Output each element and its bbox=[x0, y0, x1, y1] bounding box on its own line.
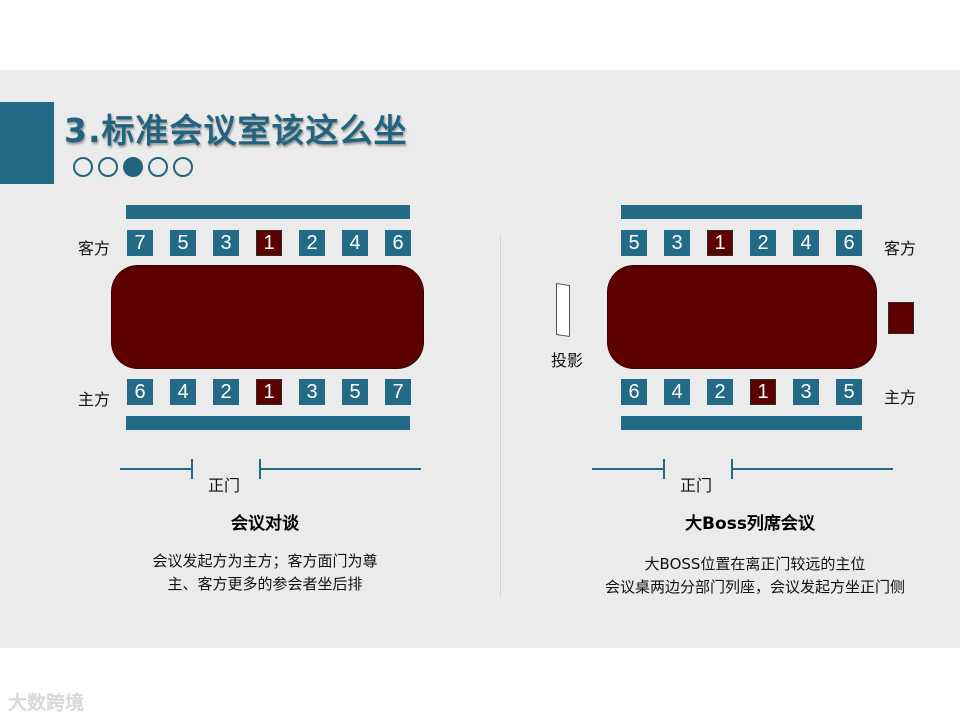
right-bottom-wall-bar bbox=[621, 416, 862, 430]
left-bottom-seat: 4 bbox=[170, 379, 196, 405]
right-head-seat bbox=[888, 302, 914, 334]
right-door-label: 正门 bbox=[680, 476, 713, 495]
left-host-label: 主方 bbox=[78, 390, 111, 409]
left-top-seat: 2 bbox=[299, 230, 325, 256]
right-top-seat: 4 bbox=[793, 230, 819, 256]
watermark-logo: 大数跨境 bbox=[8, 692, 85, 714]
right-host-label: 主方 bbox=[884, 388, 917, 407]
left-top-seat: 3 bbox=[213, 230, 239, 256]
left-bottom-wall-bar bbox=[126, 416, 410, 430]
right-bottom-seat: 5 bbox=[836, 379, 862, 405]
right-top-seat: 3 bbox=[664, 230, 690, 256]
right-top-seat: 2 bbox=[750, 230, 776, 256]
left-subtitle: 会议对谈 bbox=[231, 514, 299, 534]
left-desc-line1: 会议发起方为主方；客方面门为尊 bbox=[152, 552, 378, 570]
left-top-seat: 6 bbox=[385, 230, 411, 256]
right-door-wall-right bbox=[731, 468, 893, 470]
right-bottom-seat: 2 bbox=[707, 379, 733, 405]
right-guest-label: 客方 bbox=[884, 239, 917, 258]
right-top-seat-boss: 1 bbox=[707, 230, 733, 256]
left-top-seat: 5 bbox=[170, 230, 196, 256]
left-door-tick bbox=[191, 459, 193, 479]
right-desc-line2: 会议桌两边分部门列座，会议发起方坐正门侧 bbox=[604, 578, 905, 596]
projector-screen-icon bbox=[556, 283, 570, 337]
progress-dot-active bbox=[123, 157, 143, 177]
center-divider bbox=[500, 236, 501, 596]
right-bottom-seat: 6 bbox=[621, 379, 647, 405]
left-top-seat: 4 bbox=[342, 230, 368, 256]
right-bottom-seat-boss: 1 bbox=[750, 379, 776, 405]
left-bottom-seat: 2 bbox=[213, 379, 239, 405]
progress-dot bbox=[98, 157, 118, 177]
projector-label: 投影 bbox=[551, 351, 584, 370]
right-desc-line1: 大BOSS位置在离正门较远的主位 bbox=[644, 555, 866, 573]
left-bottom-seat: 7 bbox=[385, 379, 411, 405]
left-guest-label: 客方 bbox=[78, 239, 111, 258]
left-top-seat-boss: 1 bbox=[256, 230, 282, 256]
right-door-wall-left bbox=[592, 468, 664, 470]
right-door-tick bbox=[663, 459, 665, 479]
left-top-seat: 7 bbox=[127, 230, 153, 256]
left-bottom-seat: 3 bbox=[299, 379, 325, 405]
left-bottom-seat: 6 bbox=[127, 379, 153, 405]
progress-dot bbox=[73, 157, 93, 177]
right-bottom-seat: 4 bbox=[664, 379, 690, 405]
right-bottom-seat: 3 bbox=[793, 379, 819, 405]
right-conference-table bbox=[608, 266, 876, 368]
progress-dot bbox=[148, 157, 168, 177]
left-conference-table bbox=[112, 266, 423, 368]
left-top-wall-bar bbox=[126, 205, 410, 219]
slide-title: 3.标准会议室该这么坐 bbox=[64, 111, 408, 150]
right-subtitle: 大Boss列席会议 bbox=[685, 514, 815, 534]
progress-dot bbox=[173, 157, 193, 177]
left-door-wall-right bbox=[259, 468, 421, 470]
left-desc-line2: 主、客方更多的参会者坐后排 bbox=[167, 575, 363, 593]
left-bottom-seat: 5 bbox=[342, 379, 368, 405]
right-top-seat: 5 bbox=[621, 230, 647, 256]
right-top-wall-bar bbox=[621, 205, 862, 219]
left-door-wall-left bbox=[120, 468, 192, 470]
title-accent-bar bbox=[0, 102, 54, 184]
left-door-label: 正门 bbox=[208, 476, 241, 495]
left-bottom-seat-boss: 1 bbox=[256, 379, 282, 405]
right-top-seat: 6 bbox=[836, 230, 862, 256]
